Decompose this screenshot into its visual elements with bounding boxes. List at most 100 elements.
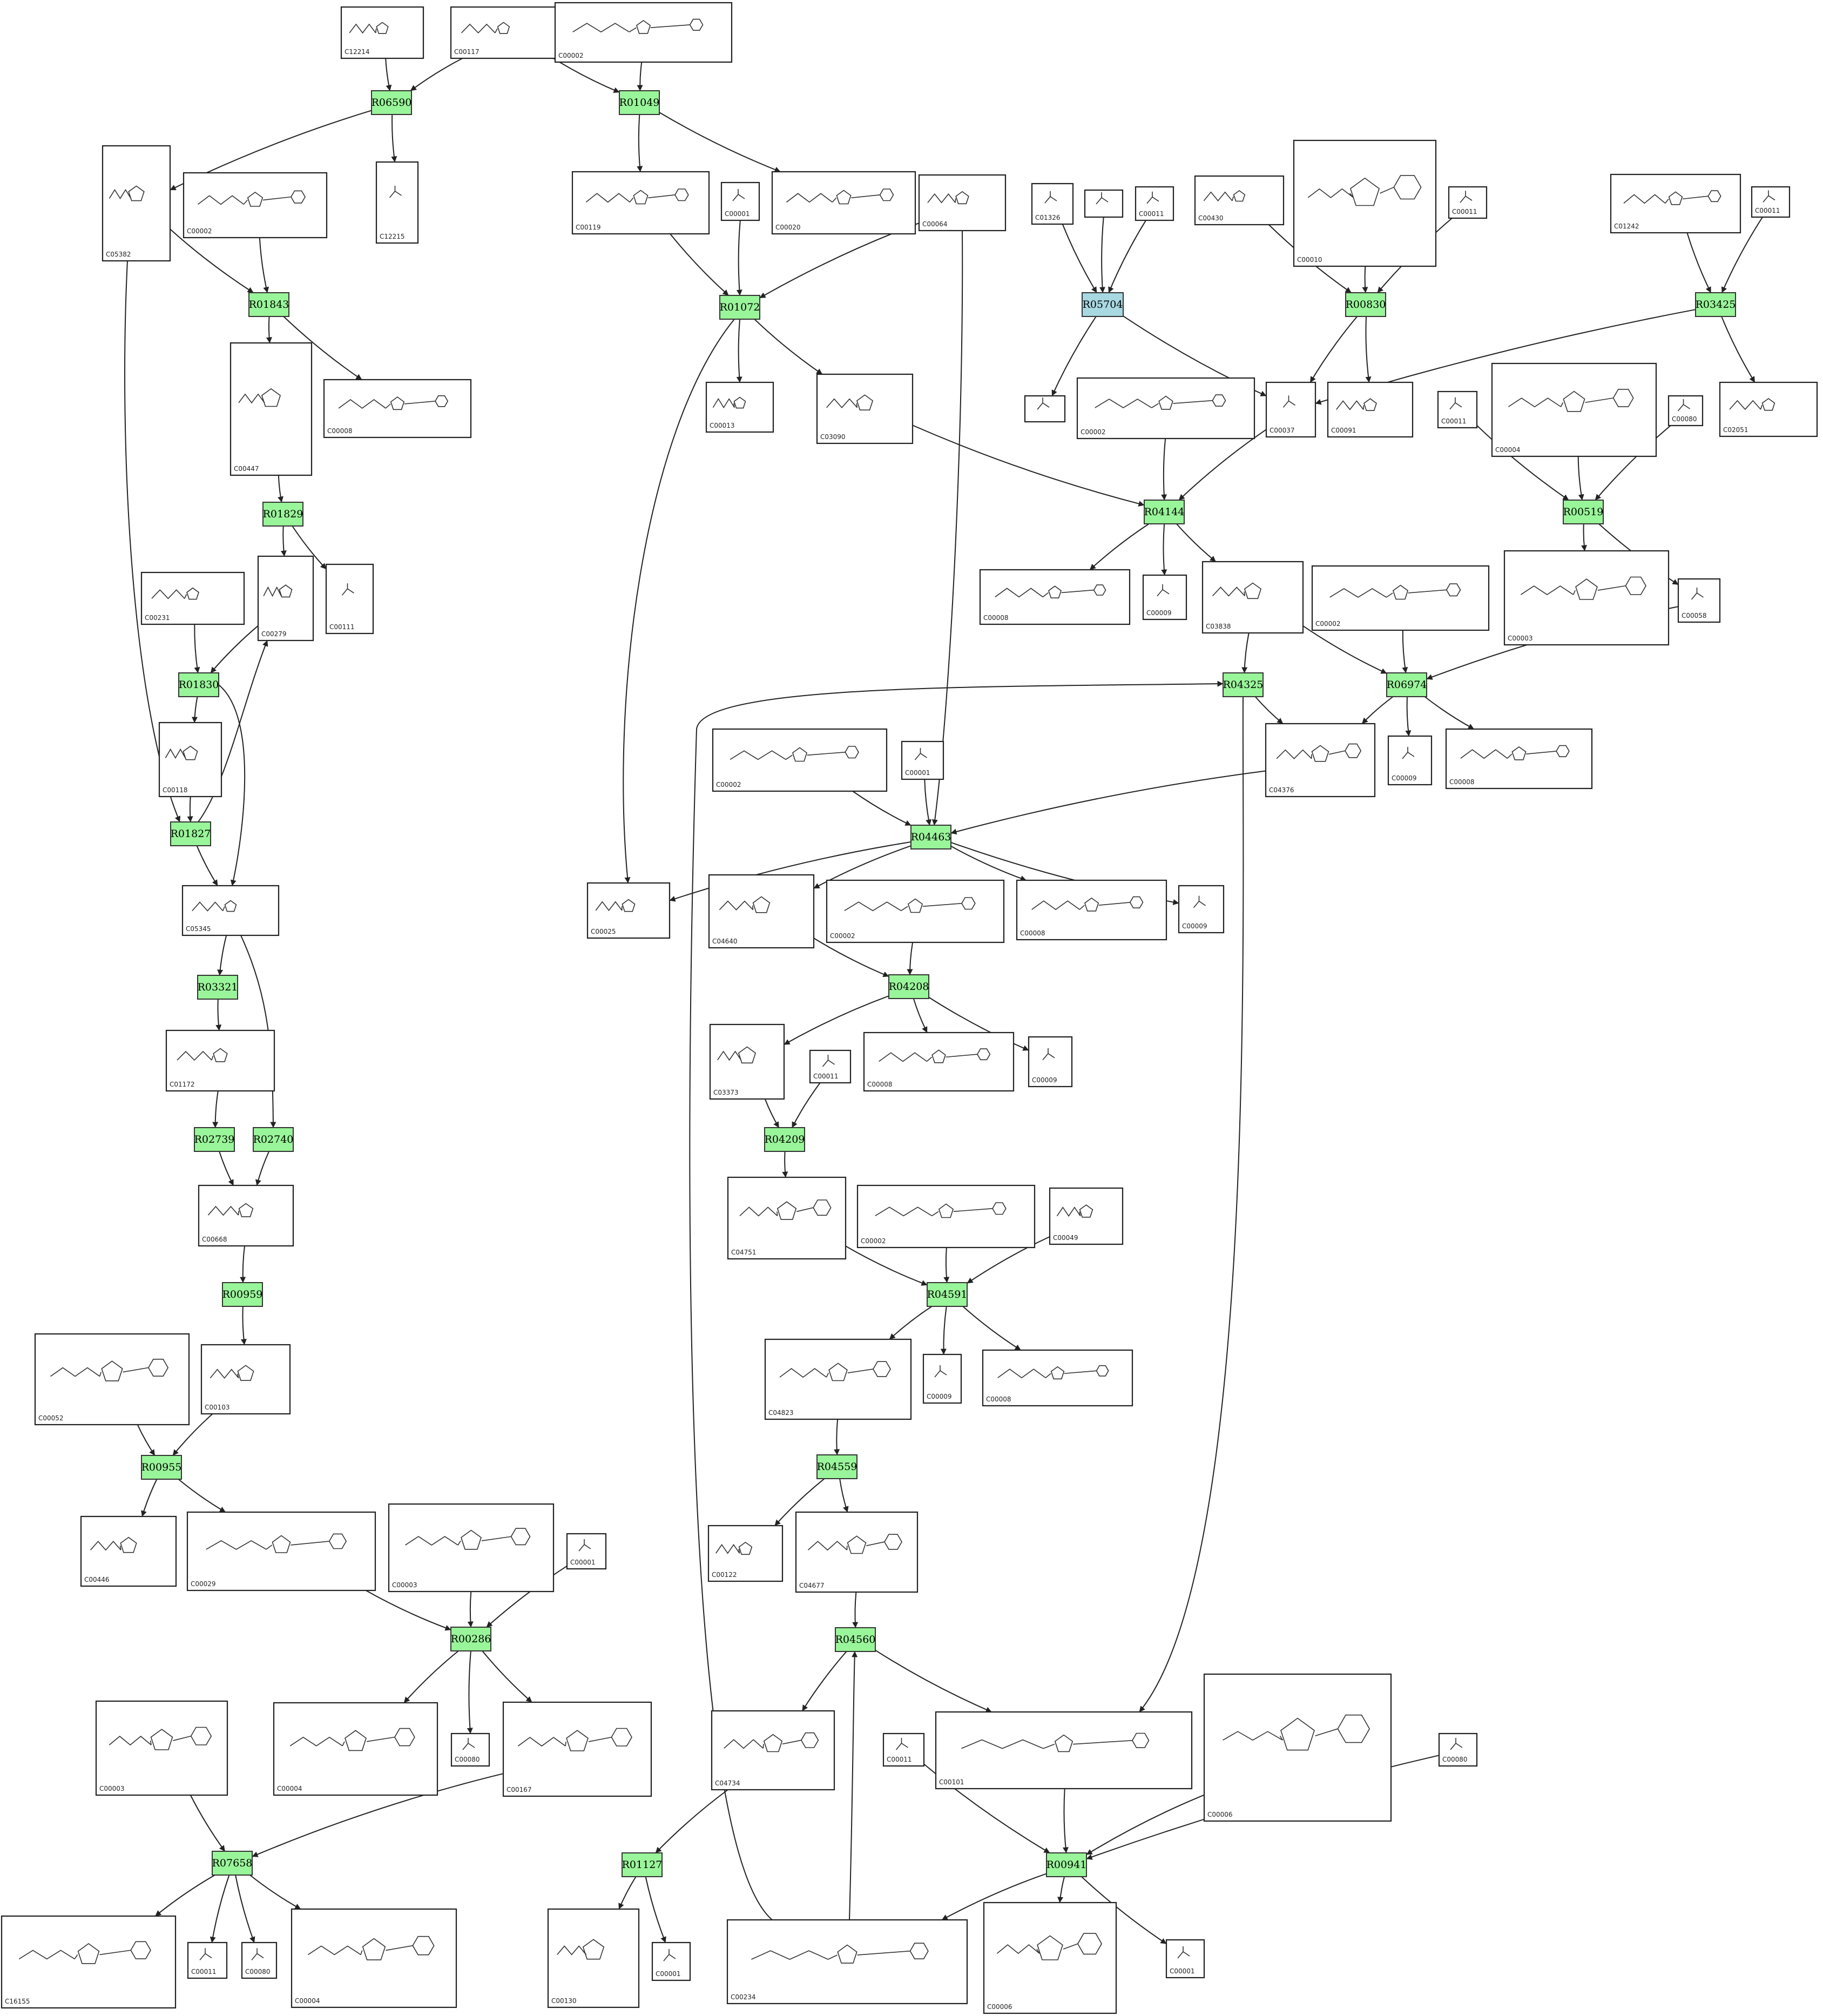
compound-box[interactable]: C12215 <box>375 161 419 244</box>
compound-box[interactable]: C00009 <box>1387 735 1433 786</box>
reaction-node[interactable]: R03321 <box>197 975 238 1000</box>
compound-box[interactable]: C00025 <box>586 882 671 939</box>
compound-box[interactable]: C00002 <box>826 879 1005 943</box>
compound-box[interactable] <box>1084 189 1124 218</box>
compound-box[interactable]: C00103 <box>200 1344 291 1415</box>
reaction-node[interactable]: R01829 <box>262 502 303 527</box>
compound-box[interactable]: C05382 <box>102 145 171 262</box>
compound-box[interactable]: C00080 <box>1438 1732 1478 1767</box>
compound-box[interactable]: C00011 <box>1135 186 1174 221</box>
compound-box[interactable]: C04376 <box>1265 723 1376 798</box>
reaction-node[interactable]: R01827 <box>170 821 211 846</box>
compound-box[interactable]: C00008 <box>863 1031 1015 1092</box>
compound-box[interactable]: C00011 <box>1751 186 1791 218</box>
compound-box[interactable]: C04677 <box>795 1511 919 1593</box>
compound-box[interactable]: C00001 <box>720 181 760 221</box>
reaction-node[interactable]: R01049 <box>619 90 660 115</box>
compound-box[interactable]: C00668 <box>198 1184 294 1247</box>
compound-box[interactable]: C00101 <box>935 1711 1193 1790</box>
compound-box[interactable]: C00001 <box>901 740 944 780</box>
compound-box[interactable]: C00080 <box>241 1941 278 1979</box>
reaction-node[interactable]: R04208 <box>888 974 929 999</box>
compound-box[interactable]: C00002 <box>1311 565 1490 631</box>
compound-box[interactable]: C00013 <box>705 381 774 433</box>
compound-box[interactable]: C03090 <box>816 373 914 444</box>
compound-box[interactable]: C00001 <box>651 1941 691 1981</box>
compound-box[interactable]: C00009 <box>1178 885 1225 934</box>
compound-box[interactable]: C00011 <box>882 1732 925 1767</box>
reaction-node[interactable]: R01127 <box>622 1852 663 1877</box>
compound-box[interactable]: C00009 <box>1028 1036 1073 1088</box>
reaction-node[interactable]: R04463 <box>910 825 951 849</box>
reaction-node[interactable]: R01072 <box>719 295 760 320</box>
reaction-node[interactable]: R06974 <box>1386 672 1427 697</box>
compound-box[interactable]: C00001 <box>566 1533 607 1570</box>
reaction-node[interactable]: R04144 <box>1144 500 1185 524</box>
compound-box[interactable]: C00037 <box>1265 381 1316 438</box>
compound-box[interactable]: C00008 <box>323 379 472 439</box>
reaction-node[interactable]: R00955 <box>141 1455 182 1480</box>
compound-box[interactable]: C01326 <box>1031 183 1074 225</box>
compound-box[interactable]: C00003 <box>388 1503 555 1593</box>
compound-box[interactable]: C00447 <box>229 342 313 476</box>
compound-box[interactable]: C00080 <box>450 1732 490 1767</box>
compound-box[interactable]: C00130 <box>547 1908 640 2008</box>
compound-box[interactable]: C00119 <box>571 171 710 235</box>
compound-box[interactable]: C00008 <box>1016 879 1167 941</box>
compound-box[interactable]: C00001 <box>1165 1939 1205 1979</box>
compound-box[interactable]: C00002 <box>856 1184 1036 1249</box>
reaction-node[interactable]: R00959 <box>222 1282 263 1307</box>
compound-box[interactable]: C00011 <box>1448 186 1488 219</box>
compound-box[interactable]: C00167 <box>502 1701 652 1797</box>
reaction-node[interactable]: R00830 <box>1345 292 1386 317</box>
reaction-node[interactable]: R00941 <box>1046 1852 1087 1877</box>
reaction-node[interactable]: R01843 <box>248 292 289 317</box>
reaction-node[interactable]: R04325 <box>1223 672 1264 697</box>
reaction-node[interactable]: R04560 <box>835 1627 876 1652</box>
compound-box[interactable]: C00231 <box>140 571 245 625</box>
compound-box[interactable]: C04751 <box>727 1176 847 1260</box>
compound-box[interactable]: C01172 <box>165 1029 275 1092</box>
compound-box[interactable]: C00008 <box>1445 728 1593 790</box>
compound-box[interactable]: C00111 <box>325 563 374 635</box>
compound-box[interactable]: C00049 <box>1049 1187 1124 1245</box>
compound-box[interactable]: C00009 <box>922 1353 962 1404</box>
reaction-node[interactable]: R04209 <box>764 1127 805 1152</box>
compound-box[interactable]: C04823 <box>764 1338 912 1420</box>
compound-box[interactable]: C00058 <box>1677 578 1721 623</box>
compound-box[interactable]: C03373 <box>709 1023 785 1100</box>
compound-box[interactable]: C03838 <box>1201 561 1304 634</box>
compound-box[interactable]: C00234 <box>726 1919 968 2005</box>
compound-box[interactable]: C01242 <box>1610 173 1741 234</box>
reaction-node[interactable]: R06590 <box>371 90 412 115</box>
reaction-node[interactable]: R04559 <box>816 1454 858 1479</box>
compound-box[interactable]: C16155 <box>1 1915 177 2009</box>
compound-box[interactable]: C00002 <box>554 2 733 63</box>
compound-box[interactable]: C00002 <box>1076 377 1255 440</box>
compound-box[interactable]: C00052 <box>34 1333 190 1426</box>
compound-box[interactable]: C00008 <box>982 1349 1133 1407</box>
compound-box[interactable]: C00279 <box>257 555 314 642</box>
compound-box[interactable]: C00117 <box>450 6 557 59</box>
compound-box[interactable]: C00006 <box>983 1902 1117 2014</box>
compound-box[interactable]: C00446 <box>80 1515 177 1587</box>
compound-box[interactable]: C00008 <box>979 569 1131 625</box>
compound-box[interactable]: C00430 <box>1194 175 1285 226</box>
compound-box[interactable]: C00002 <box>183 172 328 239</box>
compound-box[interactable]: C00010 <box>1293 139 1437 267</box>
compound-box[interactable]: C12214 <box>340 6 424 59</box>
reaction-node[interactable]: R01830 <box>178 672 219 697</box>
compound-box[interactable]: C00004 <box>291 1908 457 2008</box>
reaction-node[interactable]: R02739 <box>194 1127 235 1152</box>
compound-box[interactable]: C00011 <box>809 1049 852 1084</box>
reaction-node[interactable]: R05704 <box>1082 292 1124 317</box>
reaction-node[interactable]: R00519 <box>1563 500 1604 524</box>
reaction-node[interactable]: R02740 <box>253 1127 294 1152</box>
compound-box[interactable] <box>1024 395 1066 423</box>
compound-box[interactable]: C00011 <box>1437 390 1478 429</box>
compound-box[interactable]: C00122 <box>707 1525 784 1582</box>
compound-box[interactable]: C00006 <box>1203 1673 1392 1822</box>
reaction-node[interactable]: R04591 <box>927 1282 968 1307</box>
compound-box[interactable]: C00080 <box>1667 395 1704 427</box>
compound-box[interactable]: C00091 <box>1327 381 1414 438</box>
